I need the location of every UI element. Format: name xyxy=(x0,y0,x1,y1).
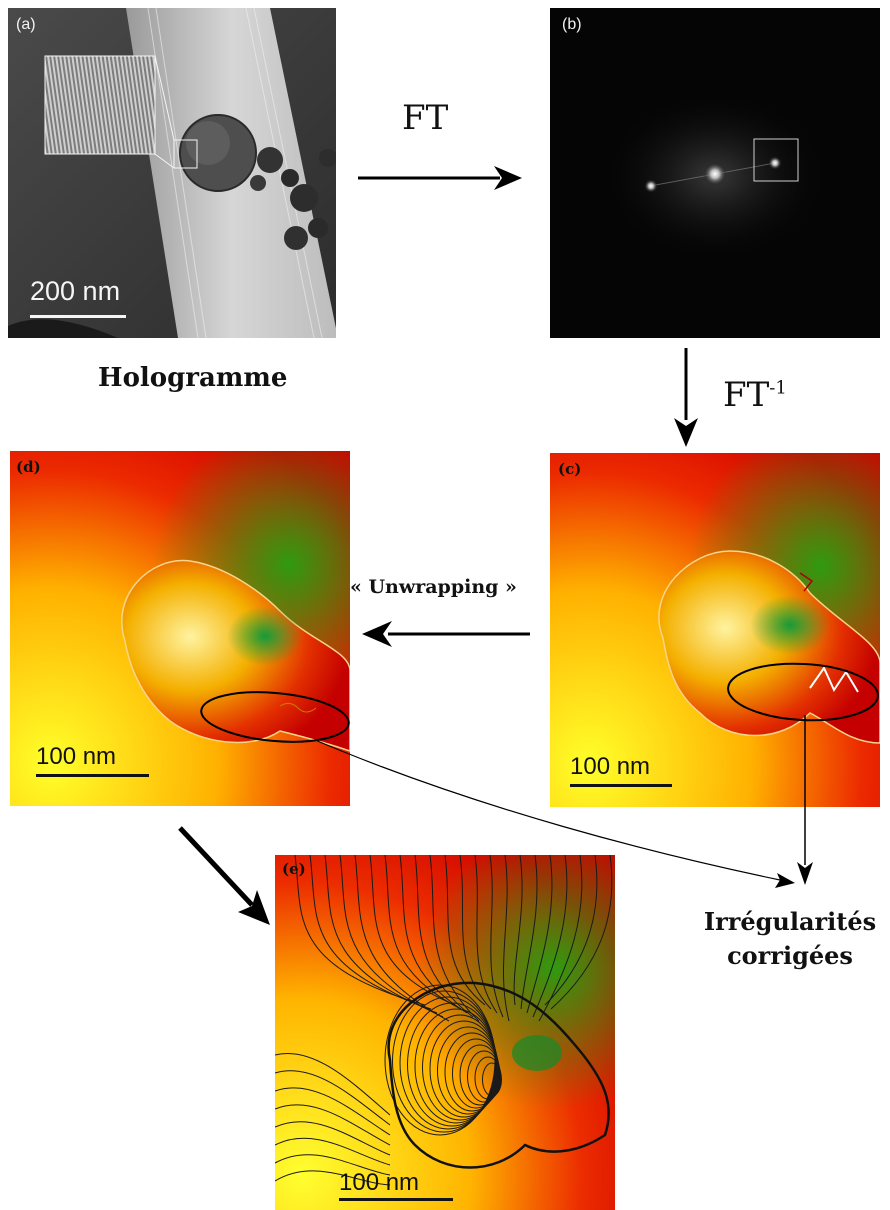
irregularites-line2: corrigées xyxy=(727,941,853,970)
contour-line xyxy=(489,855,504,1018)
contour-line xyxy=(532,855,568,1018)
arrow-unwrapping xyxy=(362,621,530,647)
arrow-ft-inverse xyxy=(674,348,698,447)
irregularites-caption: Irrégularités corrigées xyxy=(690,905,890,973)
unwrapping-label: « Unwrapping » xyxy=(350,576,517,598)
contour-line xyxy=(324,855,438,1014)
ft-inverse-base: FT xyxy=(723,375,770,415)
connector-from-c xyxy=(797,715,813,885)
panel-d-unwrapped-phase: (d) 100 nm xyxy=(10,451,350,806)
contour-line xyxy=(429,855,480,1022)
contour-line xyxy=(414,855,474,1018)
contour-line xyxy=(526,855,553,1014)
arrow-ft xyxy=(358,166,522,190)
contour-line xyxy=(275,1121,391,1156)
contour-line xyxy=(369,855,456,1006)
ft-inverse-superscript: -1 xyxy=(769,377,787,399)
contour-line xyxy=(544,855,598,1006)
contour-line xyxy=(275,1053,391,1116)
contour-line xyxy=(275,1087,391,1136)
hologramme-caption: Hologramme xyxy=(98,363,288,393)
contour-line xyxy=(275,1170,391,1186)
panel-d-scale-label: 100 nm xyxy=(36,743,117,770)
contour-line xyxy=(444,855,486,1006)
panel-e-scale-label: 100 nm xyxy=(339,1169,420,1196)
highlight-ellipse-d xyxy=(200,691,350,743)
connector-from-d xyxy=(314,739,795,888)
panel-d-label: (d) xyxy=(16,458,41,476)
contour-line xyxy=(502,855,510,1022)
panel-c-phase-image: (c) 100 nm xyxy=(550,453,880,807)
panel-c-scale-bar: 100 nm xyxy=(570,753,672,787)
panel-e-label: (e) xyxy=(282,860,306,878)
panel-a-scale-label: 200 nm xyxy=(30,276,121,306)
irregularites-line1: Irrégularités xyxy=(703,907,877,936)
contour-line xyxy=(459,855,492,1010)
panel-e-scale-bar: 100 nm xyxy=(339,1169,453,1201)
panel-d-scale-bar: 100 nm xyxy=(36,743,149,777)
contour-line xyxy=(309,855,432,1010)
arrow-to-contour-map xyxy=(178,826,270,925)
panel-a-scale-bar: 200 nm xyxy=(30,276,126,318)
contour-line xyxy=(339,855,444,1018)
contour-line xyxy=(294,855,426,1006)
highlight-ellipse-c xyxy=(727,662,879,722)
contour-line xyxy=(399,855,468,1014)
contour-line xyxy=(275,1070,391,1126)
panel-a-hologram: (a) 200 nm xyxy=(8,8,336,338)
contour-line xyxy=(275,1137,391,1166)
ft-inverse-label: FT-1 xyxy=(723,375,787,415)
contour-line xyxy=(275,1104,391,1146)
contour-line xyxy=(513,855,523,1006)
panel-e-contour-map: (e) 100 nm xyxy=(275,855,615,1210)
panel-b-fourier-transform: (b) xyxy=(550,8,880,338)
panel-b-label: (b) xyxy=(562,16,582,33)
contour-line xyxy=(550,855,613,1010)
contour-line xyxy=(538,855,583,1022)
contour-line xyxy=(275,1154,391,1176)
ft-label: FT xyxy=(402,98,449,138)
panel-c-scale-label: 100 nm xyxy=(570,753,651,780)
contour-line xyxy=(474,855,498,1014)
panel-a-label: (a) xyxy=(16,16,36,33)
panel-c-label: (c) xyxy=(558,460,582,478)
contour-line xyxy=(520,855,538,1010)
contour-ring xyxy=(482,1062,502,1097)
